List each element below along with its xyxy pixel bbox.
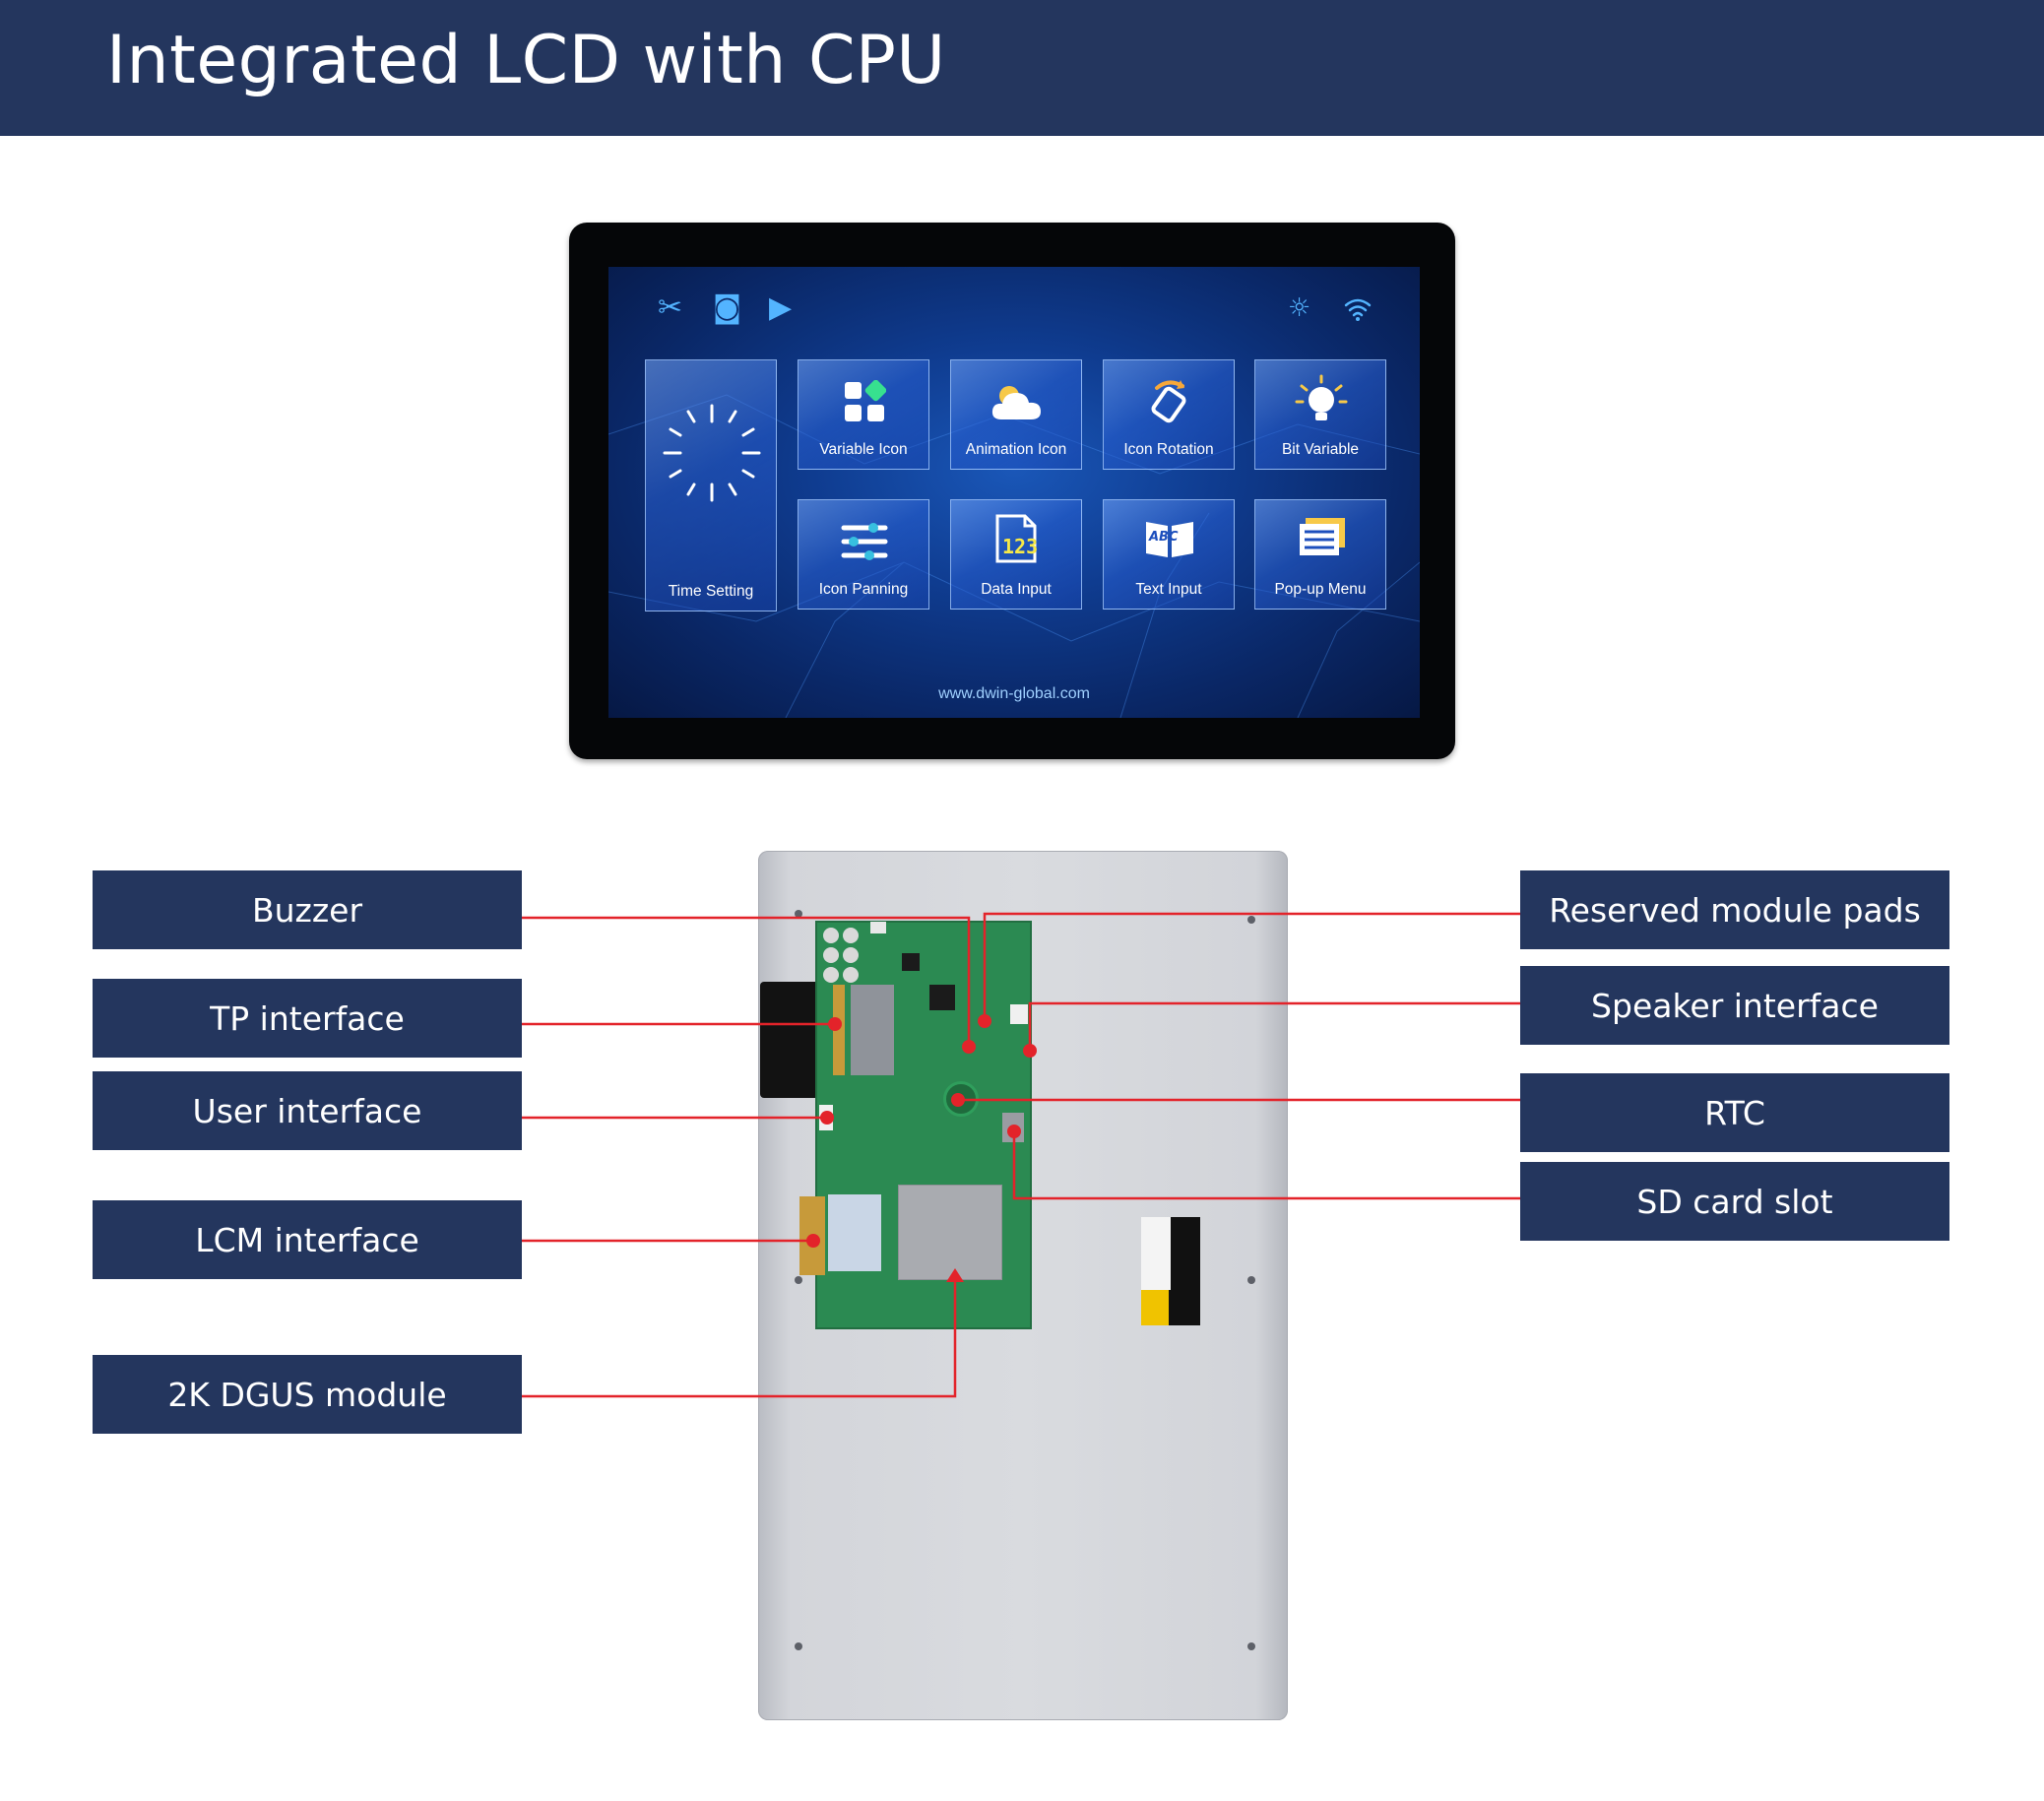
book-icon — [1146, 522, 1193, 557]
capacitor — [843, 928, 859, 943]
callout-2k-dgus-module: 2K DGUS module — [93, 1355, 522, 1434]
camera-icon[interactable]: ◙ — [713, 290, 742, 325]
number-icon — [995, 514, 1037, 563]
website-url[interactable]: www.dwin-global.com — [938, 685, 1090, 702]
tile-time-setting[interactable]: Time Setting — [645, 359, 777, 611]
screw — [795, 1642, 802, 1650]
brightness-icon[interactable]: ☼ — [1288, 293, 1311, 323]
tile-label: Animation Icon — [965, 441, 1067, 458]
number-glyph: 123 — [1002, 535, 1039, 558]
wifi-icon[interactable] — [1343, 293, 1373, 329]
ic-chip — [929, 985, 955, 1010]
callout-user-interface: User interface — [93, 1071, 522, 1150]
tile-label: Text Input — [1135, 581, 1202, 598]
tile-animation-icon[interactable]: Animation Icon — [950, 359, 1082, 470]
callout-speaker-interface: Speaker interface — [1520, 966, 1949, 1045]
tile-label: Icon Rotation — [1123, 441, 1214, 458]
tile-label: Variable Icon — [819, 441, 908, 458]
wrench-icon[interactable]: ✂ — [658, 290, 683, 325]
callout-reserved-module-pads: Reserved module pads — [1520, 870, 1949, 949]
tile-label: Time Setting — [668, 583, 754, 600]
callout-buzzer: Buzzer — [93, 870, 522, 949]
grid-icon — [845, 380, 886, 421]
capacitor — [823, 928, 839, 943]
wifi-icon-glyph — [1344, 298, 1372, 321]
tile-text-input[interactable]: ABC Text Input — [1103, 499, 1235, 610]
tp-connector-body — [851, 985, 894, 1075]
screw — [795, 910, 802, 918]
cloud-icon — [991, 386, 1041, 419]
bulb-icon — [1295, 374, 1348, 420]
lcd-monitor-front: ✂ ◙ ▶ ☼ — [569, 223, 1455, 759]
tile-label: Bit Variable — [1281, 441, 1360, 458]
tile-label: Icon Panning — [818, 581, 909, 598]
tile-bit-variable[interactable]: Bit Variable — [1254, 359, 1386, 470]
callout-lcm-interface: LCM interface — [93, 1200, 522, 1279]
dgus-module-shield — [898, 1185, 1002, 1280]
tp-connector — [833, 985, 845, 1075]
tile-icon-rotation[interactable]: Icon Rotation — [1103, 359, 1235, 470]
battery-tape — [1141, 1290, 1169, 1325]
abc-glyph: ABC — [1149, 530, 1179, 545]
tile-label: Data Input — [981, 581, 1052, 598]
capacitor — [823, 967, 839, 983]
screw — [795, 1276, 802, 1284]
tile-popup-menu[interactable]: Pop-up Menu — [1254, 499, 1386, 610]
screw — [1247, 1642, 1255, 1650]
ic-chip — [902, 953, 920, 971]
capacitor — [823, 947, 839, 963]
buzzer — [870, 922, 886, 933]
battery-label — [1141, 1217, 1171, 1290]
touch-panel-ribbon-cable — [760, 982, 819, 1098]
sliders-icon — [841, 523, 888, 560]
lcd-screen: ✂ ◙ ▶ ☼ — [608, 267, 1420, 718]
tile-variable-icon[interactable]: Variable Icon — [798, 359, 929, 470]
play-icon[interactable]: ▶ — [769, 290, 793, 325]
capacitor — [843, 947, 859, 963]
rotate-icon — [1151, 380, 1186, 423]
lcm-fpc-cable — [828, 1194, 881, 1271]
tile-icon-panning[interactable]: Icon Panning — [798, 499, 929, 610]
tile-label: Pop-up Menu — [1274, 581, 1367, 598]
tile-data-input[interactable]: 123 Data Input — [950, 499, 1082, 610]
speaker-connector — [1010, 1004, 1028, 1024]
callout-rtc: RTC — [1520, 1073, 1949, 1152]
clock-icon — [663, 404, 761, 502]
screw — [1247, 1276, 1255, 1284]
callout-tp-interface: TP interface — [93, 979, 522, 1058]
callout-sd-card-slot: SD card slot — [1520, 1162, 1949, 1241]
page-title: Integrated LCD with CPU — [106, 22, 946, 99]
menu-icon — [1300, 518, 1345, 555]
screw — [1247, 916, 1255, 924]
capacitor — [843, 967, 859, 983]
header-bar: Integrated LCD with CPU — [0, 0, 2044, 136]
